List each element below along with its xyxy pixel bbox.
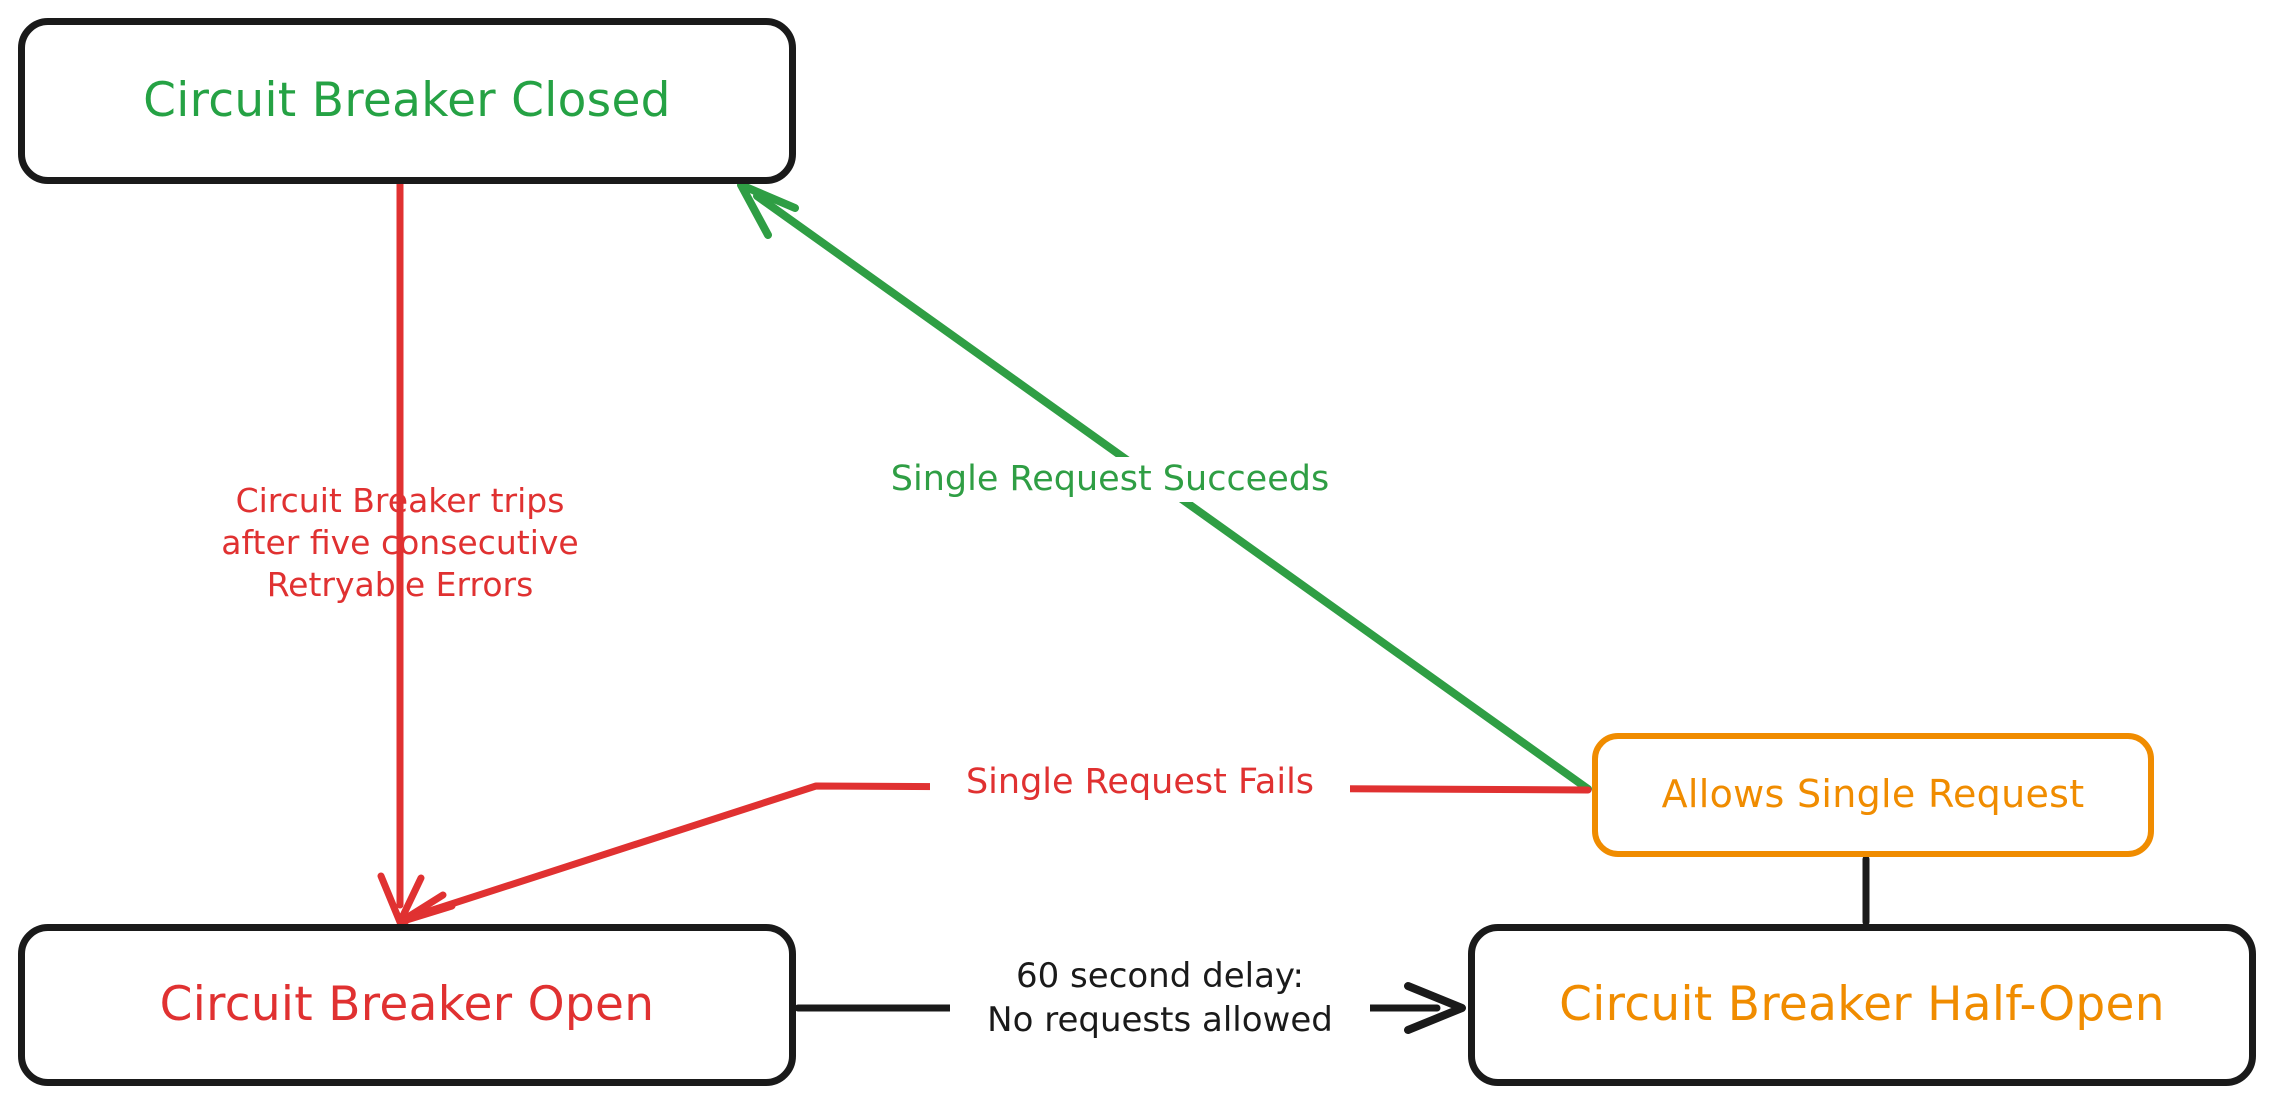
node-allows-single-request-label: Allows Single Request — [1661, 772, 2085, 817]
edge-allows-to-open-line — [404, 782, 1592, 922]
node-circuit-breaker-half-open-label: Circuit Breaker Half-Open — [1559, 977, 2165, 1033]
edge-allows-to-closed-line — [753, 192, 1592, 793]
edge-open-to-half-open — [794, 982, 1466, 1034]
edge-open-to-half-open-arrowhead — [1404, 982, 1466, 1034]
edge-allows-to-closed — [737, 181, 1592, 793]
node-circuit-breaker-closed[interactable]: Circuit Breaker Closed — [18, 18, 796, 184]
node-circuit-breaker-closed-label: Circuit Breaker Closed — [143, 73, 671, 129]
node-circuit-breaker-half-open[interactable]: Circuit Breaker Half-Open — [1468, 924, 2256, 1086]
edge-allows-to-closed-arrowhead — [737, 181, 799, 239]
edge-closed-to-open — [377, 180, 447, 926]
node-allows-single-request[interactable]: Allows Single Request — [1592, 733, 2154, 857]
node-circuit-breaker-open[interactable]: Circuit Breaker Open — [18, 924, 796, 1086]
node-circuit-breaker-open-label: Circuit Breaker Open — [159, 977, 655, 1033]
